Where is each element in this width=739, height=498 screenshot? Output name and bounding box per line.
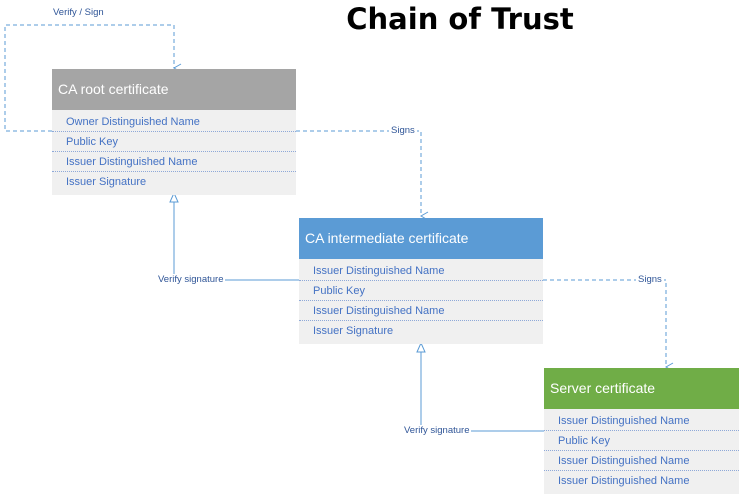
server-certificate-fields: Issuer Distinguished Name Public Key Iss… [544,409,739,494]
field-owner-distinguished-name: Owner Distinguished Name [52,112,296,132]
verify-signature-label-server: Verify signature [402,425,472,437]
intermediate-signs-server-connector [543,279,674,372]
ca-root-certificate-title: CA root certificate [52,69,296,110]
page-title: Chain of Trust [346,2,574,36]
ca-intermediate-certificate: CA intermediate certificate Issuer Disti… [299,218,543,344]
field-issuer-distinguished-name: Issuer Distinguished Name [299,301,543,321]
field-issuer-distinguished-name: Issuer Distinguished Name [558,475,690,487]
ca-root-certificate: CA root certificate Owner Distinguished … [52,69,296,195]
field-issuer-distinguished-name: Issuer Distinguished Name [299,261,543,281]
ca-intermediate-certificate-fields: Issuer Distinguished Name Public Key Iss… [299,259,543,344]
verify-signature-label-intermediate: Verify signature [156,274,226,286]
field-public-key: Public Key [544,431,739,451]
field-issuer-distinguished-name: Issuer Distinguished Name [52,152,296,172]
server-certificate-title: Server certificate [544,368,739,409]
field-public-key: Public Key [52,132,296,152]
server-certificate: Server certificate Issuer Distinguished … [544,368,739,494]
field-issuer-signature: Issuer Signature [66,176,147,188]
verify-sign-label: Verify / Sign [51,7,106,19]
field-issuer-distinguished-name: Issuer Distinguished Name [544,411,739,431]
root-signs-intermediate-connector [296,130,429,221]
field-issuer-signature: Issuer Signature [313,325,394,337]
signs-label-intermediate: Signs [636,274,664,286]
intermediate-verifies-root-connector [174,193,299,281]
ca-intermediate-certificate-title: CA intermediate certificate [299,218,543,259]
field-public-key: Public Key [299,281,543,301]
server-verifies-intermediate-connector [421,343,544,432]
root-self-sign-connector [4,24,182,132]
ca-root-certificate-fields: Owner Distinguished Name Public Key Issu… [52,110,296,195]
field-issuer-distinguished-name: Issuer Distinguished Name [544,451,739,471]
signs-label-root: Signs [389,125,417,137]
